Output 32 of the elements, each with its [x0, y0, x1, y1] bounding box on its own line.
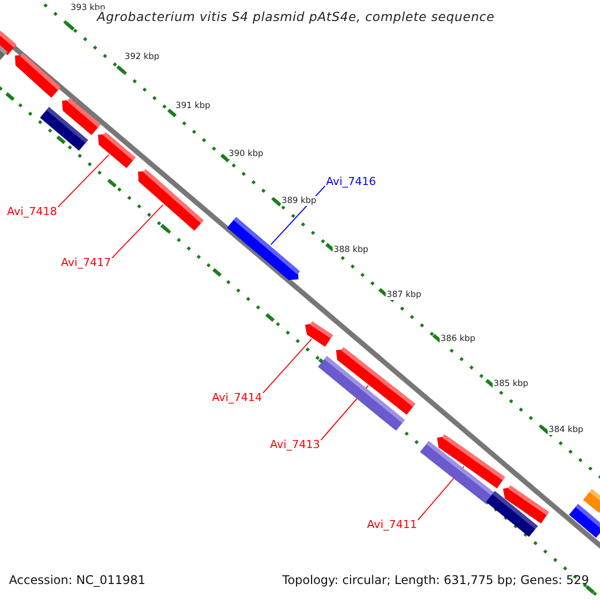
tick-label: 388 kbp — [332, 245, 370, 255]
tick-label: 392 kbp — [124, 52, 160, 62]
tick-label: 384 kbp — [548, 425, 584, 435]
gene-label: Avi_7416 — [326, 175, 376, 188]
gene-label: Avi_7418 — [7, 205, 57, 218]
footer-text: Accession: NC_011981 — [9, 573, 146, 587]
leader-line — [58, 154, 110, 208]
gene-feature-block — [569, 504, 600, 538]
gene-feature-block — [40, 106, 88, 150]
gene-feature-block — [582, 488, 600, 512]
tick-label: 391 kbp — [174, 101, 212, 111]
gene-feature-block — [420, 440, 494, 504]
gene-feature-pointed — [15, 55, 61, 98]
leader-line — [262, 338, 312, 394]
gene-label: Avi_7414 — [212, 391, 262, 404]
gene-feature-pointed — [305, 323, 333, 347]
tick-label: 393 kbp — [70, 3, 106, 13]
tick-label: 385 kbp — [492, 379, 530, 389]
gene-label: Avi_7411 — [367, 518, 417, 531]
tick-label: 390 kbp — [228, 149, 264, 159]
gene-label: Avi_7413 — [270, 438, 320, 451]
gene-feature-block — [318, 356, 404, 430]
gene-label: Avi_7417 — [61, 256, 111, 269]
gene-feature-pointed — [138, 171, 204, 232]
tick-label: 389 kbp — [280, 196, 318, 206]
leader-line — [112, 204, 164, 258]
footer-text: Topology: circular; Length: 631,775 bp; Genes: 529 — [282, 573, 589, 587]
tick-label: 386 kbp — [440, 334, 476, 344]
tick-label: 387 kbp — [386, 290, 422, 300]
gene-feature-pointed — [227, 216, 299, 280]
gene-feature-block — [486, 490, 538, 536]
gene-feature-pointed — [98, 134, 136, 168]
